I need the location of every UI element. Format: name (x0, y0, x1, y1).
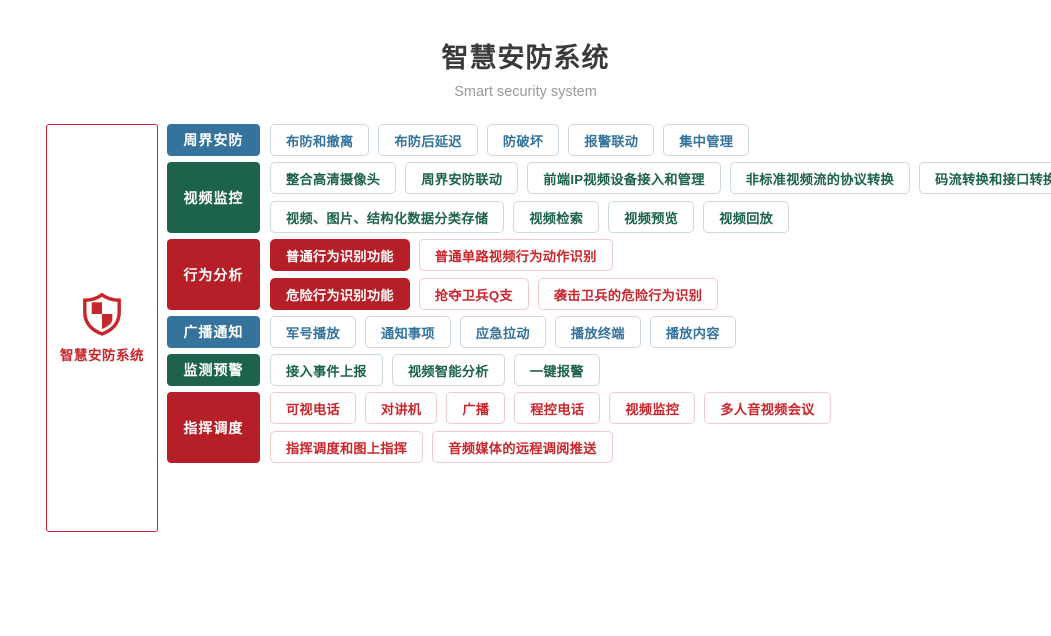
feature-line: 指挥调度和图上指挥音频媒体的远程调阅推送 (270, 431, 1051, 463)
feature-chip[interactable]: 普通行为识别功能 (270, 239, 410, 271)
feature-chip[interactable]: 抢夺卫兵Q支 (418, 278, 529, 310)
feature-chip[interactable]: 军号播放 (270, 316, 356, 348)
feature-chip[interactable]: 布防和撤离 (270, 124, 370, 156)
feature-lines: 整合高清摄像头周界安防联动前端IP视频设备接入和管理非标准视频流的协议转换码流转… (270, 162, 1051, 233)
feature-chip[interactable]: 多人音视频会议 (704, 392, 831, 424)
feature-lines: 布防和撤离布防后延迟防破坏报警联动集中管理 (270, 124, 1051, 156)
feature-chip[interactable]: 视频监控 (609, 392, 696, 424)
feature-chip[interactable]: 非标准视频流的协议转换 (729, 162, 911, 194)
feature-chip[interactable]: 视频、图片、结构化数据分类存储 (270, 201, 505, 233)
feature-chip[interactable]: 布防后延迟 (378, 124, 478, 156)
feature-line: 整合高清摄像头周界安防联动前端IP视频设备接入和管理非标准视频流的协议转换码流转… (270, 162, 1051, 194)
feature-chip[interactable]: 通知事项 (364, 316, 451, 348)
feature-chip[interactable]: 指挥调度和图上指挥 (270, 431, 424, 463)
shield-icon (80, 292, 124, 336)
feature-chip[interactable]: 应急拉动 (459, 316, 546, 348)
feature-chip[interactable]: 播放终端 (554, 316, 641, 348)
category-group: 监测预警接入事件上报视频智能分析一键报警 (167, 354, 1051, 386)
feature-line: 布防和撤离布防后延迟防破坏报警联动集中管理 (270, 124, 1051, 156)
page-title: 智慧安防系统 (441, 43, 610, 73)
category-group: 行为分析普通行为识别功能普通单路视频行为动作识别危险行为识别功能抢夺卫兵Q支袭击… (167, 239, 1051, 310)
feature-chip[interactable]: 视频预览 (608, 201, 695, 233)
brand-panel: 智慧安防系统 (46, 124, 158, 532)
page-header: 智慧安防系统 Smart security system (0, 0, 1051, 100)
category-label-0[interactable]: 周界安防 (167, 124, 260, 156)
category-group: 视频监控整合高清摄像头周界安防联动前端IP视频设备接入和管理非标准视频流的协议转… (167, 162, 1051, 233)
feature-chip[interactable]: 周界安防联动 (405, 162, 519, 194)
category-rows: 周界安防布防和撤离布防后延迟防破坏报警联动集中管理视频监控整合高清摄像头周界安防… (167, 124, 1051, 469)
feature-chip[interactable]: 播放内容 (649, 316, 736, 348)
feature-line: 视频、图片、结构化数据分类存储视频检索视频预览视频回放 (270, 201, 1051, 233)
feature-line: 危险行为识别功能抢夺卫兵Q支袭击卫兵的危险行为识别 (270, 278, 1051, 310)
category-label-5[interactable]: 指挥调度 (167, 392, 260, 463)
feature-chip[interactable]: 前端IP视频设备接入和管理 (527, 162, 721, 194)
feature-chip[interactable]: 广播 (446, 392, 506, 424)
category-group: 广播通知军号播放通知事项应急拉动播放终端播放内容 (167, 316, 1051, 348)
category-label-3[interactable]: 广播通知 (167, 316, 260, 348)
feature-lines: 普通行为识别功能普通单路视频行为动作识别危险行为识别功能抢夺卫兵Q支袭击卫兵的危… (270, 239, 1051, 310)
feature-lines: 军号播放通知事项应急拉动播放终端播放内容 (270, 316, 1051, 348)
category-group: 周界安防布防和撤离布防后延迟防破坏报警联动集中管理 (167, 124, 1051, 156)
feature-lines: 可视电话对讲机广播程控电话视频监控多人音视频会议指挥调度和图上指挥音频媒体的远程… (270, 392, 1051, 463)
page-subtitle: Smart security system (454, 84, 597, 100)
feature-chip[interactable]: 整合高清摄像头 (270, 162, 397, 194)
feature-chip[interactable]: 危险行为识别功能 (270, 278, 410, 310)
feature-chip[interactable]: 防破坏 (486, 124, 560, 156)
feature-chip[interactable]: 接入事件上报 (270, 354, 383, 386)
feature-chip[interactable]: 一键报警 (513, 354, 600, 386)
feature-chip[interactable]: 视频智能分析 (391, 354, 505, 386)
category-label-1[interactable]: 视频监控 (167, 162, 260, 233)
category-group: 指挥调度可视电话对讲机广播程控电话视频监控多人音视频会议指挥调度和图上指挥音频媒… (167, 392, 1051, 463)
feature-lines: 接入事件上报视频智能分析一键报警 (270, 354, 1051, 386)
feature-line: 接入事件上报视频智能分析一键报警 (270, 354, 1051, 386)
feature-chip[interactable]: 视频检索 (513, 201, 600, 233)
feature-chip[interactable]: 程控电话 (514, 392, 601, 424)
feature-chip[interactable]: 报警联动 (568, 124, 655, 156)
feature-line: 军号播放通知事项应急拉动播放终端播放内容 (270, 316, 1051, 348)
brand-label: 智慧安防系统 (60, 348, 144, 363)
feature-chip[interactable]: 集中管理 (663, 124, 750, 156)
feature-chip[interactable]: 码流转换和接口转换 (919, 162, 1051, 194)
feature-chip[interactable]: 音频媒体的远程调阅推送 (432, 431, 613, 463)
category-label-2[interactable]: 行为分析 (167, 239, 260, 310)
feature-chip[interactable]: 普通单路视频行为动作识别 (418, 239, 613, 271)
feature-chip[interactable]: 对讲机 (364, 392, 438, 424)
diagram-body: 智慧安防系统 周界安防布防和撤离布防后延迟防破坏报警联动集中管理视频监控整合高清… (0, 124, 1051, 532)
feature-chip[interactable]: 视频回放 (703, 201, 790, 233)
category-label-4[interactable]: 监测预警 (167, 354, 260, 386)
feature-chip[interactable]: 可视电话 (270, 392, 356, 424)
feature-chip[interactable]: 袭击卫兵的危险行为识别 (537, 278, 719, 310)
feature-line: 可视电话对讲机广播程控电话视频监控多人音视频会议 (270, 392, 1051, 424)
feature-line: 普通行为识别功能普通单路视频行为动作识别 (270, 239, 1051, 271)
